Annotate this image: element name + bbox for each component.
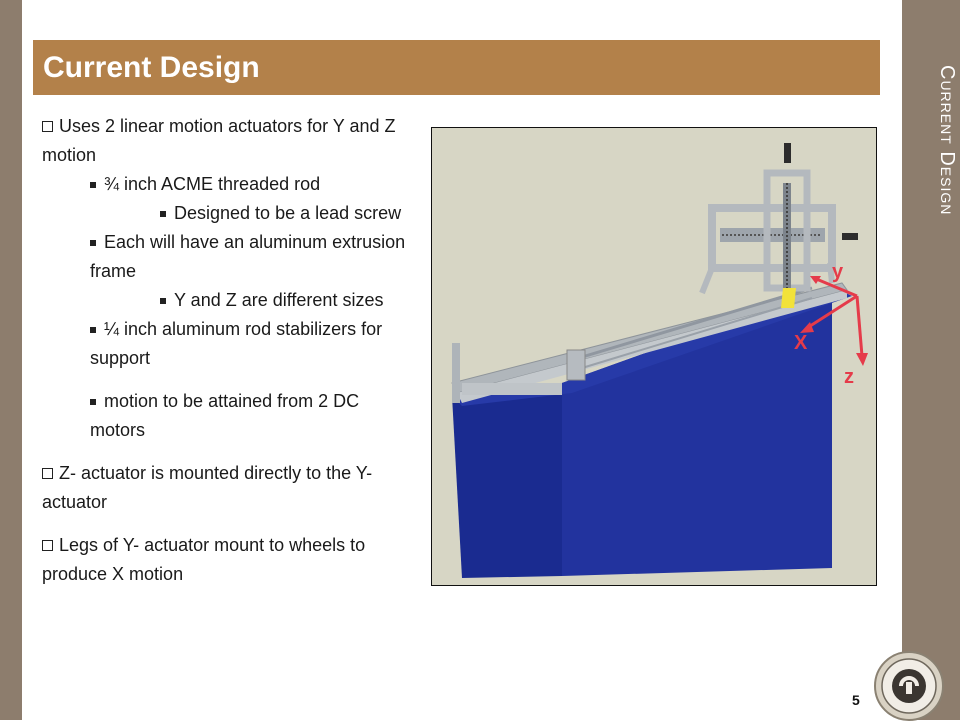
bullet-text: Legs of Y- actuator mount to wheels to p… [42,535,366,584]
checkbox-bullet-icon [42,540,53,551]
checkbox-bullet-icon [42,121,53,132]
bullet-text: motion to be attained from 2 DC motors [90,391,360,440]
page-number: 5 [852,692,860,708]
square-bullet-icon [160,298,166,304]
cad-render: y X z [432,128,876,585]
bullet-item-7: motion to be attained from 2 DC motors [42,387,412,445]
bullet-item-2: ¾ inch ACME threaded rod [42,170,412,199]
cad-model-image: y X z [431,127,877,586]
bullet-item-5: Y and Z are different sizes [42,286,412,315]
y-axis-label: y [832,261,844,283]
right-side-panel [902,0,960,720]
square-bullet-icon [90,327,96,333]
bullet-text: Uses 2 linear motion actuators for Y and… [42,116,396,165]
side-title: Current Design [936,64,958,216]
square-bullet-icon [160,211,166,217]
square-bullet-icon [90,182,96,188]
square-bullet-icon [90,399,96,405]
bullet-item-9: Legs of Y- actuator mount to wheels to p… [42,531,412,589]
x-axis-label: X [794,332,808,354]
bullet-item-3: Designed to be a lead screw [42,199,412,228]
bullet-text: Designed to be a lead screw [174,203,402,223]
bullet-item-6: ¼ inch aluminum rod stabilizers for supp… [42,315,412,373]
bullet-list: Uses 2 linear motion actuators for Y and… [42,112,412,589]
bullet-text: ¼ inch aluminum rod stabilizers for supp… [90,319,383,368]
left-decorative-band [0,0,22,720]
page-title: Current Design [33,40,880,95]
bullet-text: Y and Z are different sizes [174,290,384,310]
bullet-text: ¾ inch ACME threaded rod [104,174,321,194]
bullet-text: Each will have an aluminum extrusion fra… [90,232,406,281]
square-bullet-icon [90,240,96,246]
bullet-item-1: Uses 2 linear motion actuators for Y and… [42,112,412,170]
bullet-item-8: Z- actuator is mounted directly to the Y… [42,459,412,517]
bullet-text: Z- actuator is mounted directly to the Y… [42,463,373,512]
z-axis-label: z [844,366,854,388]
college-of-engineering-logo [874,651,944,721]
bullet-item-4: Each will have an aluminum extrusion fra… [42,228,412,286]
checkbox-bullet-icon [42,468,53,479]
